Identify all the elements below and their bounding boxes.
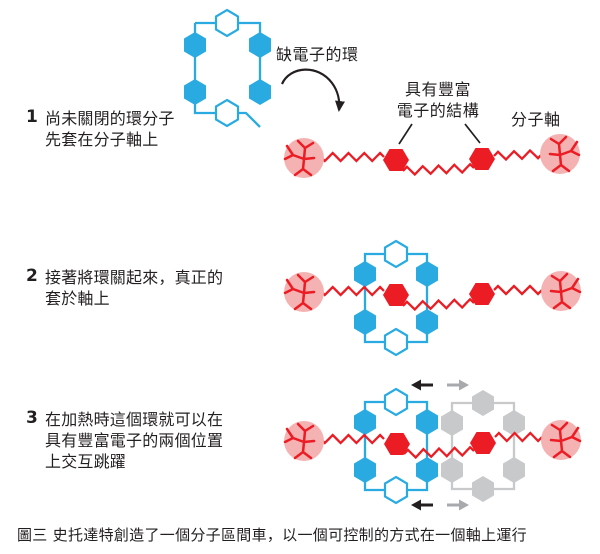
rotaxane-step2 bbox=[282, 241, 583, 355]
label-electron-rich-structure: 具有豐富 電子的結構 bbox=[396, 80, 480, 120]
axle-chain bbox=[493, 284, 543, 296]
axle-chain bbox=[403, 445, 475, 460]
figure-caption: 圖三 史托達特創造了一個分子區間車，以一個可控制的方式在一個軸上運行 bbox=[17, 526, 527, 544]
axle-stopper-right bbox=[539, 418, 583, 462]
shuttle-arrow-left-bottom bbox=[411, 499, 433, 511]
axle-chain bbox=[312, 433, 385, 445]
step1-text: 尚未關閉的環分子 先套在分子軸上 bbox=[45, 109, 175, 149]
shuttle-step3 bbox=[282, 379, 583, 511]
shuttle-arrow-right-top bbox=[447, 379, 469, 391]
axle-chain bbox=[494, 431, 543, 443]
axle-stopper-right bbox=[539, 269, 583, 313]
ring-hexagon-open bbox=[214, 98, 240, 128]
ring-hexagon-open bbox=[214, 8, 240, 38]
ring-hexagon bbox=[249, 32, 271, 58]
step2-number: 2 bbox=[26, 266, 38, 286]
open-ring-molecule bbox=[184, 8, 271, 128]
axle-chain bbox=[402, 162, 475, 177]
axle-chain bbox=[312, 285, 385, 297]
label-molecular-axle: 分子軸 bbox=[511, 110, 561, 129]
label-electron-poor-ring: 缺電子的環 bbox=[276, 45, 359, 64]
shuttle-arrow-left-top bbox=[411, 379, 433, 391]
axle-stopper-left bbox=[282, 270, 326, 314]
shuttle-arrow-right-bottom bbox=[447, 499, 469, 511]
axle-chain bbox=[402, 297, 475, 312]
axle-stopper-left bbox=[282, 419, 326, 463]
threading-arrow bbox=[280, 68, 345, 112]
ring-hexagon bbox=[249, 79, 271, 105]
step1-number: 1 bbox=[26, 107, 38, 127]
step2-text: 接著將環關起來，真正的 套於軸上 bbox=[45, 268, 224, 308]
axle-stopper-left bbox=[282, 136, 326, 180]
step3-number: 3 bbox=[26, 408, 38, 428]
axle-step1 bbox=[282, 132, 582, 180]
step3-text: 在加熱時這個環就可以在 具有豐富電子的兩個位置 上交互跳躍 bbox=[45, 410, 224, 471]
ring-hexagon bbox=[184, 79, 206, 105]
axle-stopper-right bbox=[538, 132, 582, 176]
label-pointer-lines bbox=[398, 123, 481, 145]
axle-chain bbox=[493, 148, 543, 162]
ring-hexagon bbox=[184, 32, 206, 58]
axle-chain bbox=[312, 151, 385, 163]
